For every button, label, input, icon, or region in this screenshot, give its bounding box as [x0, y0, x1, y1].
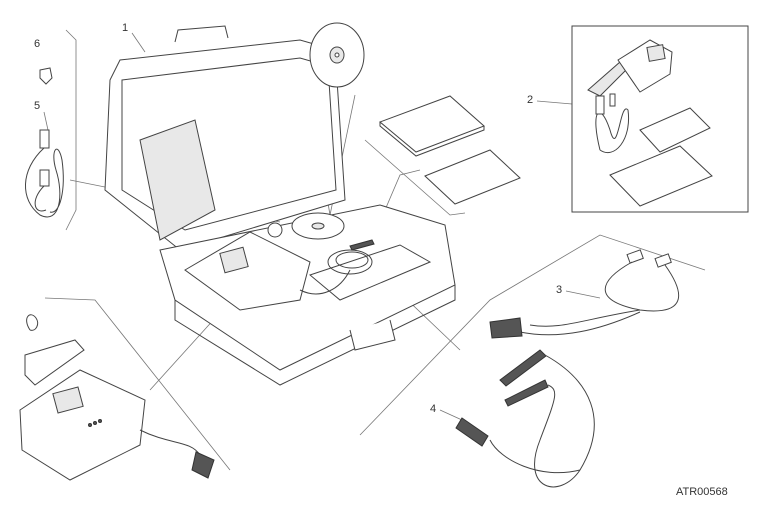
manuals: [379, 95, 521, 205]
callout-1: 1: [122, 22, 129, 34]
cap-6: [39, 67, 53, 85]
case-1-group: [104, 25, 456, 386]
cable-4: [455, 349, 595, 488]
callout-3: 3: [556, 284, 563, 296]
callout-5: 5: [34, 100, 41, 112]
drawing-code: ATR00568: [676, 486, 728, 498]
callout-4: 4: [430, 403, 437, 415]
cd-disc: [291, 22, 365, 240]
module-detail: [19, 314, 215, 481]
cable-5: [25, 129, 64, 218]
callout-2: 2: [527, 94, 534, 106]
cable-3: [489, 249, 680, 339]
kit-2-group: [571, 25, 749, 213]
callout-6: 6: [34, 38, 41, 50]
